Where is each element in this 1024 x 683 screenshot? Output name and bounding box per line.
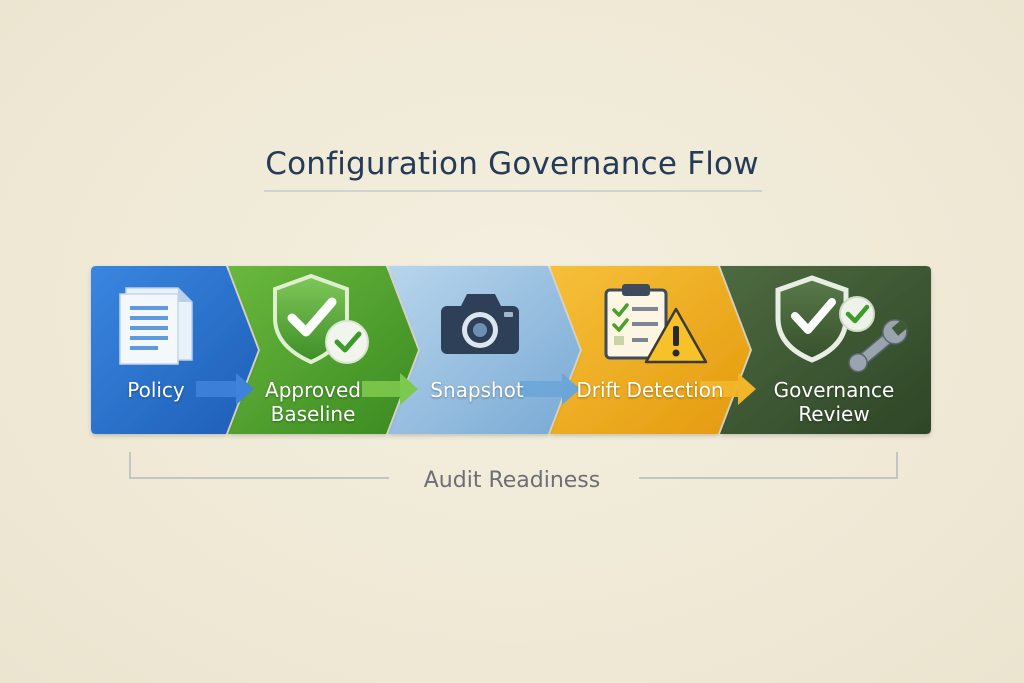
shield-wrench-icon [775,275,909,373]
connector-arrow-2 [362,373,418,405]
stage-label-policy: Policy [127,378,185,402]
document-icon [119,287,193,365]
stage-label-snapshot: Snapshot [430,378,524,402]
connector-arrow-4 [700,373,756,405]
shield-check-icon [273,273,369,365]
connector-arrow-1 [196,373,254,405]
stage-label-drift-detection: Drift Detection [576,378,724,402]
stage-label-governance-review: Governance Review [773,378,895,426]
checklist-warning-icon [604,284,708,364]
stage-label-approved-baseline: Approved Baseline [265,378,361,426]
camera-icon [441,294,519,354]
connector-arrow-3 [520,373,580,405]
page-title: Configuration Governance Flow [265,146,759,182]
title-underline [264,190,762,192]
audit-readiness-label: Audit Readiness [423,468,601,493]
audit-readiness-bracket [129,452,898,479]
